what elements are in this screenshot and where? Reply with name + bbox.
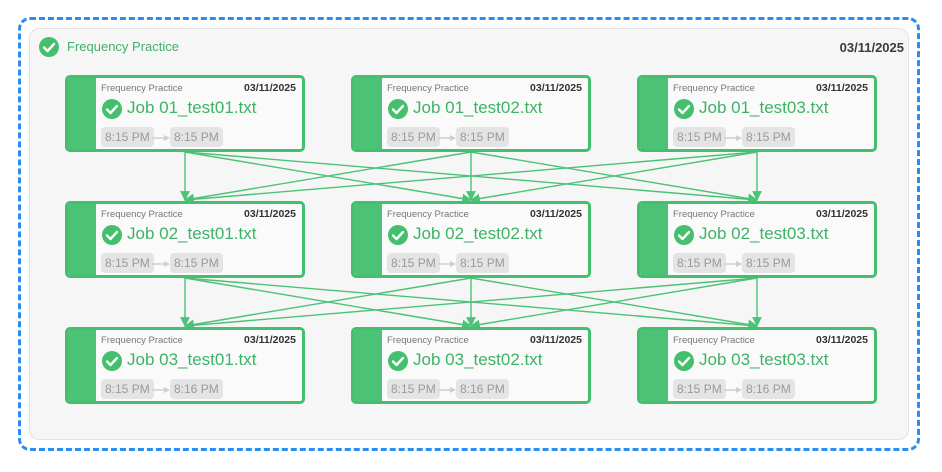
job-card[interactable]: Frequency Practice 03/11/2025 Job 02_tes…: [65, 201, 305, 278]
end-time: 8:15 PM: [456, 127, 509, 147]
card-subtitle: Frequency Practice: [673, 335, 755, 346]
check-circle-icon: [388, 351, 408, 371]
job-title: Job 03_test01.txt: [127, 350, 257, 369]
check-circle-icon: [388, 99, 408, 119]
arrow-right-icon: [724, 135, 742, 141]
card-date: 03/11/2025: [244, 208, 296, 220]
job-title: Job 03_test03.txt: [699, 350, 829, 369]
start-time: 8:15 PM: [673, 127, 726, 147]
group-date: 03/11/2025: [839, 40, 904, 55]
card-date: 03/11/2025: [530, 82, 582, 94]
start-time: 8:15 PM: [387, 127, 440, 147]
arrow-right-icon: [724, 261, 742, 267]
card-status-bar: [68, 204, 96, 275]
card-subtitle: Frequency Practice: [673, 209, 755, 220]
card-subtitle: Frequency Practice: [101, 83, 183, 94]
job-card[interactable]: Frequency Practice 03/11/2025 Job 03_tes…: [65, 327, 305, 404]
arrow-right-icon: [438, 135, 456, 141]
job-card[interactable]: Frequency Practice 03/11/2025 Job 02_tes…: [351, 201, 591, 278]
card-status-bar: [640, 330, 668, 401]
end-time: 8:15 PM: [170, 127, 223, 147]
check-circle-icon: [674, 351, 694, 371]
job-card[interactable]: Frequency Practice 03/11/2025 Job 02_tes…: [637, 201, 877, 278]
card-status-bar: [640, 78, 668, 149]
job-title: Job 01_test01.txt: [127, 98, 257, 117]
card-date: 03/11/2025: [816, 334, 868, 346]
card-date: 03/11/2025: [816, 82, 868, 94]
group-selection-border: [18, 17, 920, 451]
job-card[interactable]: Frequency Practice 03/11/2025 Job 01_tes…: [351, 75, 591, 152]
arrow-right-icon: [152, 135, 170, 141]
job-card[interactable]: Frequency Practice 03/11/2025 Job 01_tes…: [65, 75, 305, 152]
card-date: 03/11/2025: [530, 208, 582, 220]
card-date: 03/11/2025: [244, 334, 296, 346]
start-time: 8:15 PM: [101, 253, 154, 273]
job-title: Job 01_test03.txt: [699, 98, 829, 117]
card-status-bar: [354, 204, 382, 275]
card-subtitle: Frequency Practice: [101, 335, 183, 346]
card-subtitle: Frequency Practice: [101, 209, 183, 220]
end-time: 8:16 PM: [456, 379, 509, 399]
arrow-right-icon: [152, 387, 170, 393]
end-time: 8:15 PM: [456, 253, 509, 273]
card-status-bar: [354, 330, 382, 401]
job-card[interactable]: Frequency Practice 03/11/2025 Job 03_tes…: [637, 327, 877, 404]
end-time: 8:15 PM: [170, 253, 223, 273]
job-title: Job 02_test03.txt: [699, 224, 829, 243]
card-subtitle: Frequency Practice: [673, 83, 755, 94]
end-time: 8:16 PM: [170, 379, 223, 399]
job-card[interactable]: Frequency Practice 03/11/2025 Job 01_tes…: [637, 75, 877, 152]
start-time: 8:15 PM: [387, 253, 440, 273]
job-title: Job 02_test01.txt: [127, 224, 257, 243]
job-title: Job 03_test02.txt: [413, 350, 543, 369]
job-title: Job 01_test02.txt: [413, 98, 543, 117]
check-circle-icon: [388, 225, 408, 245]
card-status-bar: [68, 78, 96, 149]
card-date: 03/11/2025: [530, 334, 582, 346]
start-time: 8:15 PM: [673, 253, 726, 273]
check-circle-icon: [674, 99, 694, 119]
start-time: 8:15 PM: [101, 379, 154, 399]
card-status-bar: [640, 204, 668, 275]
arrow-right-icon: [152, 261, 170, 267]
arrow-right-icon: [438, 387, 456, 393]
start-time: 8:15 PM: [101, 127, 154, 147]
group-title: Frequency Practice: [67, 39, 179, 54]
job-card[interactable]: Frequency Practice 03/11/2025 Job 03_tes…: [351, 327, 591, 404]
card-status-bar: [68, 330, 96, 401]
check-circle-icon: [102, 99, 122, 119]
end-time: 8:15 PM: [742, 253, 795, 273]
job-title: Job 02_test02.txt: [413, 224, 543, 243]
check-circle-icon: [674, 225, 694, 245]
card-status-bar: [354, 78, 382, 149]
start-time: 8:15 PM: [387, 379, 440, 399]
card-date: 03/11/2025: [816, 208, 868, 220]
arrow-right-icon: [724, 387, 742, 393]
end-time: 8:16 PM: [742, 379, 795, 399]
check-circle-icon: [102, 225, 122, 245]
end-time: 8:15 PM: [742, 127, 795, 147]
card-subtitle: Frequency Practice: [387, 335, 469, 346]
check-circle-icon: [102, 351, 122, 371]
check-circle-icon: [39, 37, 59, 57]
card-subtitle: Frequency Practice: [387, 83, 469, 94]
card-subtitle: Frequency Practice: [387, 209, 469, 220]
start-time: 8:15 PM: [673, 379, 726, 399]
card-date: 03/11/2025: [244, 82, 296, 94]
arrow-right-icon: [438, 261, 456, 267]
